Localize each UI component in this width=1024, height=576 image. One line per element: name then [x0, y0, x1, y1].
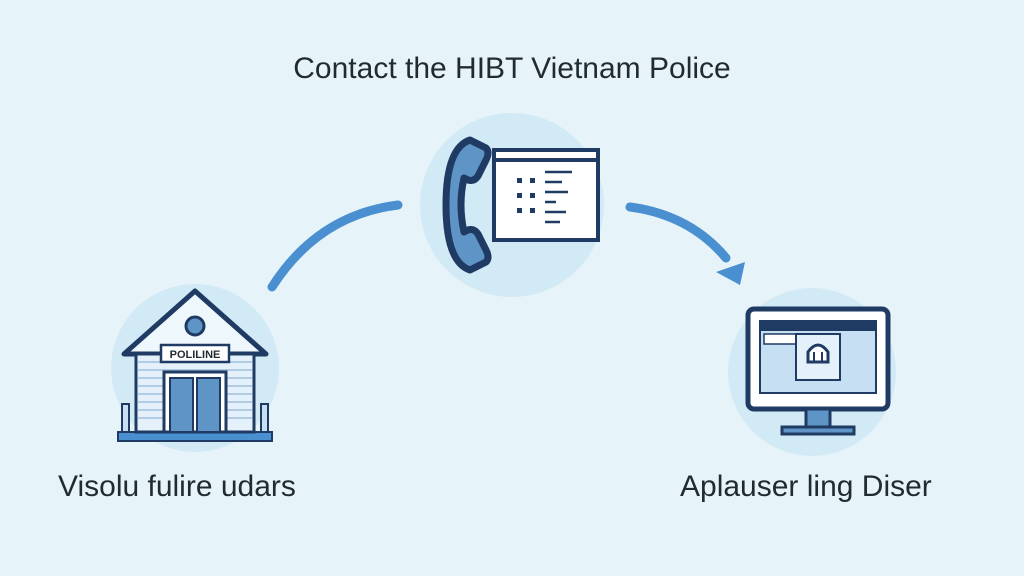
arc-left — [267, 200, 403, 292]
arrowhead-right — [716, 262, 745, 285]
police-station-icon — [117, 288, 273, 442]
document-icon — [492, 148, 600, 242]
station-label: Visolu fulire udars — [58, 470, 296, 503]
phone-handset-icon — [442, 136, 492, 274]
arc-right — [625, 202, 731, 263]
computer-label: Aplauser ling Diser — [680, 470, 932, 503]
diagram-title: Contact the HIBT Vietnam Police — [293, 52, 731, 85]
monitor-icon — [745, 306, 891, 436]
station-sign: POLILINE — [170, 349, 221, 361]
